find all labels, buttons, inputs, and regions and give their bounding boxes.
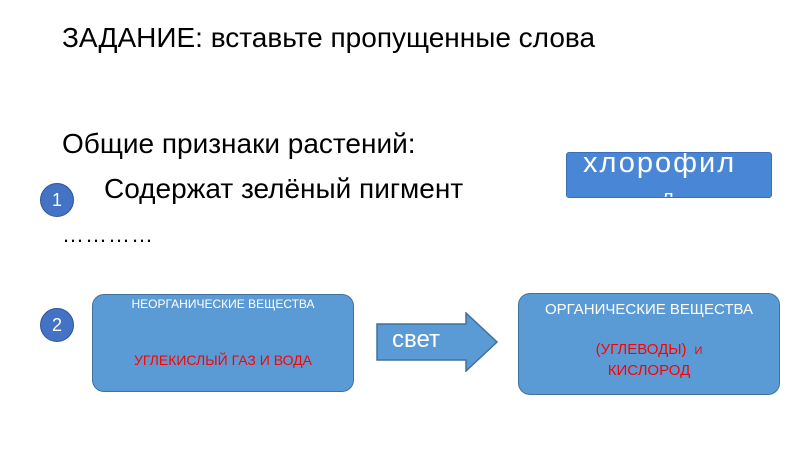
slide-title: ЗАДАНИЕ: вставьте пропущенные слова bbox=[62, 22, 596, 53]
blank-dots: ………… bbox=[62, 222, 154, 247]
number-badge-2: 2 bbox=[40, 308, 74, 342]
chlorophyll-answer-tail: л bbox=[662, 187, 676, 198]
inorganic-detail: УГЛЕКИСЛЫЙ ГАЗ И ВОДА bbox=[133, 352, 312, 368]
organic-detail: (УГЛЕВОДЫ) И КИСЛОРОД bbox=[519, 340, 779, 381]
light-arrow-label: свет bbox=[392, 326, 441, 353]
inorganic-title: НЕОРГАНИЧЕСКИЕ ВЕЩЕСТВА bbox=[131, 297, 315, 311]
organic-detail-oxygen: КИСЛОРОД bbox=[607, 362, 691, 379]
organic-detail-carbs: (УГЛЕВОДЫ) bbox=[595, 341, 687, 358]
light-arrow-icon bbox=[376, 312, 498, 372]
inorganic-substances-box: НЕОРГАНИЧЕСКИЕ ВЕЩЕСТВА УГЛЕКИСЛЫЙ ГАЗ И… bbox=[92, 294, 354, 392]
number-badge-1: 1 bbox=[40, 183, 74, 217]
organic-substances-box: ОРГАНИЧЕСКИЕ ВЕЩЕСТВА (УГЛЕВОДЫ) И КИСЛОР… bbox=[518, 293, 780, 395]
point-1-text: Содержат зелёный пигмент bbox=[104, 173, 464, 204]
chlorophyll-answer-text: хлорофил bbox=[583, 152, 737, 179]
organic-detail-and: И bbox=[694, 345, 703, 357]
chlorophyll-answer-box[interactable]: хлорофил л bbox=[566, 152, 772, 198]
slide-subtitle: Общие признаки растений: bbox=[62, 128, 416, 159]
organic-title: ОРГАНИЧЕСКИЕ ВЕЩЕСТВА bbox=[544, 301, 754, 318]
